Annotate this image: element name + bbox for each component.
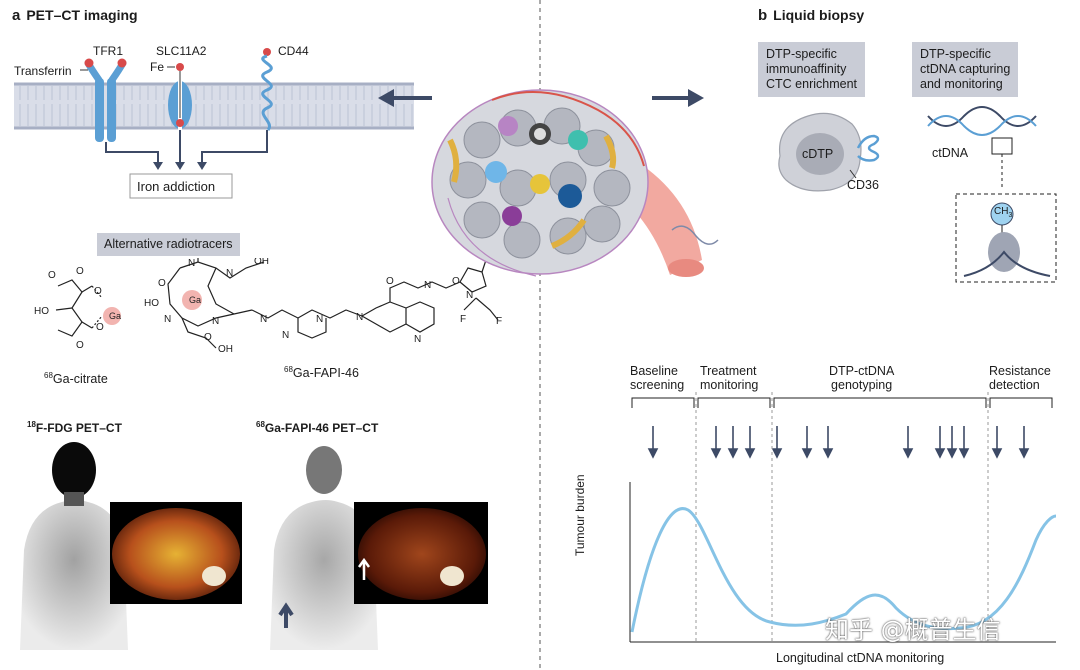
svg-text:Ga: Ga: [109, 311, 121, 321]
svg-text:HO: HO: [144, 298, 159, 309]
svg-text:N: N: [356, 312, 363, 323]
svg-text:N: N: [226, 268, 233, 279]
ctdna-label: ctDNA: [932, 146, 969, 160]
svg-text:N: N: [164, 314, 171, 325]
svg-text:N: N: [466, 290, 473, 301]
slc11a2-transporter: [168, 63, 192, 136]
svg-text:N: N: [260, 314, 267, 325]
transferrin-label: Transferrin: [14, 64, 72, 78]
cd44-receptor: [261, 48, 273, 131]
tumour-illustration: [378, 89, 719, 277]
fapi-scan-title: 68Ga-FAPI-46 PET–CT: [256, 420, 379, 435]
ctdna-monitoring-chart: [629, 392, 1057, 643]
svg-text:O: O: [94, 286, 102, 297]
svg-text:O: O: [76, 266, 84, 277]
svg-text:O: O: [386, 276, 394, 287]
svg-text:N: N: [282, 330, 289, 341]
cdtp-label: cDTP: [802, 147, 834, 161]
svg-text:Ga: Ga: [189, 295, 201, 305]
y-axis-label: Tumour burden: [573, 474, 587, 556]
slc11a2-label: SLC11A2: [156, 44, 207, 58]
svg-text:OH: OH: [218, 344, 233, 355]
alt-radiotracers-box: Alternative radiotracers: [97, 233, 240, 256]
svg-text:OH: OH: [254, 258, 269, 267]
svg-text:O: O: [158, 278, 166, 289]
ch3-label: CH3: [994, 206, 1013, 219]
svg-text:O: O: [96, 322, 104, 333]
fe-label: Fe: [150, 60, 165, 74]
cd36-label: CD36: [847, 178, 879, 192]
svg-text:O: O: [76, 340, 84, 351]
tfr1-receptor: [84, 58, 127, 142]
fapi-pet-scan: [270, 446, 488, 650]
svg-text:N: N: [414, 334, 421, 345]
membrane-diagram: [14, 48, 414, 199]
svg-text:O: O: [452, 276, 460, 287]
ga-citrate-label: 68Ga-citrate: [44, 371, 108, 387]
tfr1-label: TFR1: [93, 44, 123, 58]
iron-addiction-label: Iron addiction: [137, 179, 216, 194]
fdg-pet-scan: [20, 442, 242, 650]
svg-text:N: N: [424, 280, 431, 291]
fdg-scan-title: 18F-FDG PET–CT: [27, 420, 122, 435]
ga-fapi-label: 68Ga-FAPI-46: [284, 365, 359, 381]
svg-text:HO: HO: [34, 306, 49, 317]
svg-text:N: N: [188, 258, 195, 269]
cd44-label: CD44: [278, 44, 309, 58]
svg-text:F: F: [496, 316, 502, 327]
svg-text:N: N: [212, 316, 219, 327]
svg-text:N: N: [316, 314, 323, 325]
svg-text:F: F: [460, 314, 466, 325]
svg-text:O: O: [204, 332, 212, 343]
x-axis-label: Longitudinal ctDNA monitoring: [776, 651, 945, 665]
watermark: 知乎 @概普生信: [825, 616, 1001, 644]
svg-text:O: O: [48, 270, 56, 281]
liquid-biopsy-diagram: [778, 106, 1057, 283]
